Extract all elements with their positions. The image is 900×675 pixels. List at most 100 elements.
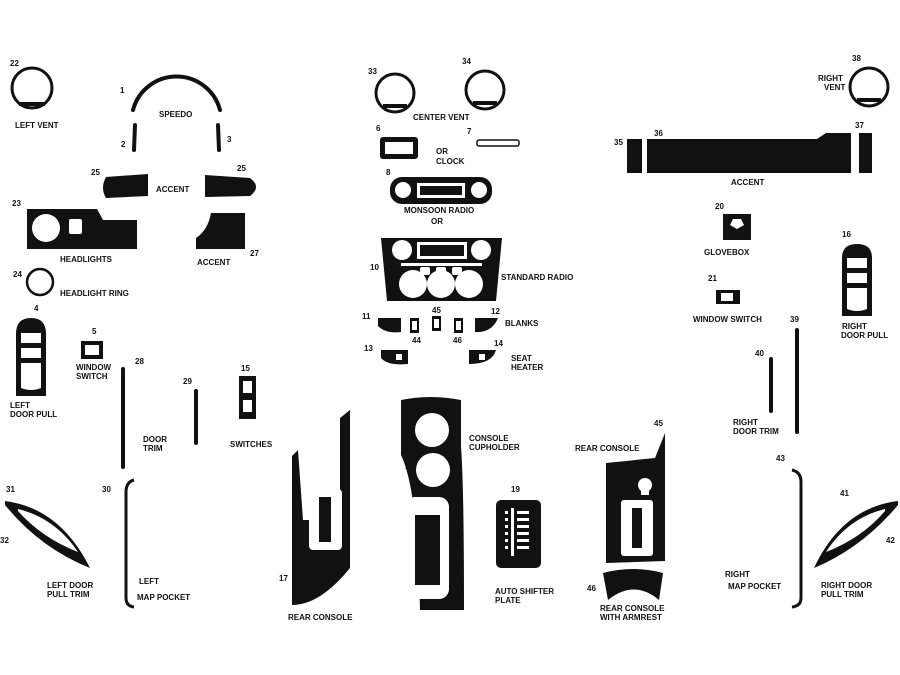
rear-console-armrest-piece	[603, 569, 663, 600]
or-label-1: OR	[436, 147, 448, 156]
auto-shifter-plate-piece	[496, 500, 541, 568]
right-door-pull-piece	[842, 244, 872, 316]
monsoon-radio-label: MONSOON RADIO	[404, 206, 474, 215]
part-number-39: 39	[790, 315, 799, 324]
part-number-23: 23	[12, 199, 21, 208]
part-number-22: 22	[10, 59, 19, 68]
right-door-trim-label-line1: RIGHT	[733, 418, 758, 427]
accent-27-piece	[196, 213, 245, 249]
right-map-pocket-label-line1: RIGHT	[725, 570, 750, 579]
headlights-label: HEADLIGHTS	[60, 255, 113, 264]
door-trim-label-line2: TRIM	[143, 444, 163, 453]
monsoon-radio-piece	[390, 177, 492, 204]
part-number-9: 9	[455, 245, 460, 254]
part-number-7: 7	[467, 127, 472, 136]
part-number-27: 27	[250, 249, 259, 258]
right-door-pull-label-line1: RIGHT	[842, 322, 867, 331]
rear-console-top-label: REAR CONSOLE	[575, 444, 640, 453]
part-number-41: 41	[840, 489, 849, 498]
part-number-18: 18	[405, 462, 414, 471]
auto-shifter-label-line1: AUTO SHIFTER	[495, 587, 554, 596]
left-window-switch-label-line2: SWITCH	[76, 372, 108, 381]
auto-shifter-label-line2: PLATE	[495, 596, 521, 605]
console-cupholder-label-line1: CONSOLE	[469, 434, 509, 443]
part-number-36: 36	[654, 129, 663, 138]
speedo-piece	[131, 74, 222, 152]
part-number-24: 24	[13, 270, 22, 279]
rear-console-armrest-label-line2: WITH ARMREST	[600, 613, 662, 622]
part-number-4: 4	[34, 304, 39, 313]
part-number-1: 1	[120, 86, 125, 95]
right-door-pull-label-line2: DOOR PULL	[841, 331, 888, 340]
center-vent-left-piece	[374, 72, 416, 114]
right-window-switch-piece	[716, 290, 740, 304]
part-number-10: 10	[370, 263, 379, 272]
left-door-pull-trim-piece	[5, 501, 90, 568]
part-number-40: 40	[755, 349, 764, 358]
part-number-38: 38	[852, 54, 861, 63]
part-number-8: 8	[386, 168, 391, 177]
right-door-pull-trim-label-line2: PULL TRIM	[821, 590, 864, 599]
part-number-29: 29	[183, 377, 192, 386]
part-number-25-right: 25	[237, 164, 246, 173]
standard-radio-piece	[381, 238, 502, 301]
part-number-6: 6	[376, 124, 381, 133]
console-cupholder-piece	[401, 397, 464, 610]
clock-label: CLOCK	[436, 157, 465, 166]
blanks-label: BLANKS	[505, 319, 539, 328]
right-map-pocket-piece	[791, 468, 803, 609]
part-number-11: 11	[362, 312, 371, 321]
part-number-21: 21	[708, 274, 717, 283]
seat-heater-piece	[381, 350, 496, 365]
part-number-42: 42	[886, 536, 895, 545]
part-number-12: 12	[491, 307, 500, 316]
right-vent-piece	[848, 66, 890, 108]
clock-piece	[380, 137, 520, 159]
part-number-28: 28	[135, 357, 144, 366]
part-number-2: 2	[121, 140, 126, 149]
right-door-trim-label-line2: DOOR TRIM	[733, 427, 779, 436]
part-number-46-blank: 46	[453, 336, 462, 345]
left-door-pull-trim-label-line2: PULL TRIM	[47, 590, 90, 599]
rear-console-piece	[606, 433, 665, 563]
part-number-44: 44	[412, 336, 421, 345]
headlight-ring-piece	[25, 267, 55, 297]
part-number-35: 35	[614, 138, 623, 147]
part-number-34: 34	[462, 57, 471, 66]
accent-27-label: ACCENT	[197, 258, 230, 267]
part-number-31: 31	[6, 485, 15, 494]
accent-left-label: ACCENT	[156, 185, 189, 194]
seat-heater-label-line1: SEAT	[511, 354, 532, 363]
part-number-5: 5	[92, 327, 97, 336]
left-map-pocket-label-line2: MAP POCKET	[137, 593, 190, 602]
part-number-30: 30	[102, 485, 111, 494]
part-number-45-console: 45	[654, 419, 663, 428]
right-door-trim-piece	[769, 328, 799, 434]
rear-console-bottom-label: REAR CONSOLE	[288, 613, 353, 622]
part-number-20: 20	[715, 202, 724, 211]
part-number-32: 32	[0, 536, 9, 545]
left-window-switch-label-line1: WINDOW	[76, 363, 112, 372]
part-number-43: 43	[776, 454, 785, 463]
left-vent-piece	[10, 66, 54, 110]
part-number-37: 37	[855, 121, 864, 130]
right-vent-label-line1: RIGHT	[818, 74, 843, 83]
center-vent-right-piece	[464, 69, 506, 111]
part-number-13: 13	[364, 344, 373, 353]
switches-piece	[239, 376, 256, 419]
headlights-piece	[27, 209, 137, 249]
accent-left-piece	[103, 174, 256, 198]
left-door-pull-piece	[16, 318, 46, 396]
part-number-45-blank: 45	[432, 306, 441, 315]
glovebox-label: GLOVEBOX	[704, 248, 750, 257]
or-label-2: OR	[431, 217, 443, 226]
part-number-3: 3	[227, 135, 232, 144]
center-vent-label: CENTER VENT	[413, 113, 470, 122]
left-vent-label: LEFT VENT	[15, 121, 59, 130]
door-trim-label-line1: DOOR	[143, 435, 167, 444]
right-door-pull-trim-label-line1: RIGHT DOOR	[821, 581, 872, 590]
seat-heater-label-line2: HEATER	[511, 363, 544, 372]
left-map-pocket-label-line1: LEFT	[139, 577, 159, 586]
part-number-16: 16	[842, 230, 851, 239]
left-door-pull-label-line1: LEFT	[10, 401, 30, 410]
